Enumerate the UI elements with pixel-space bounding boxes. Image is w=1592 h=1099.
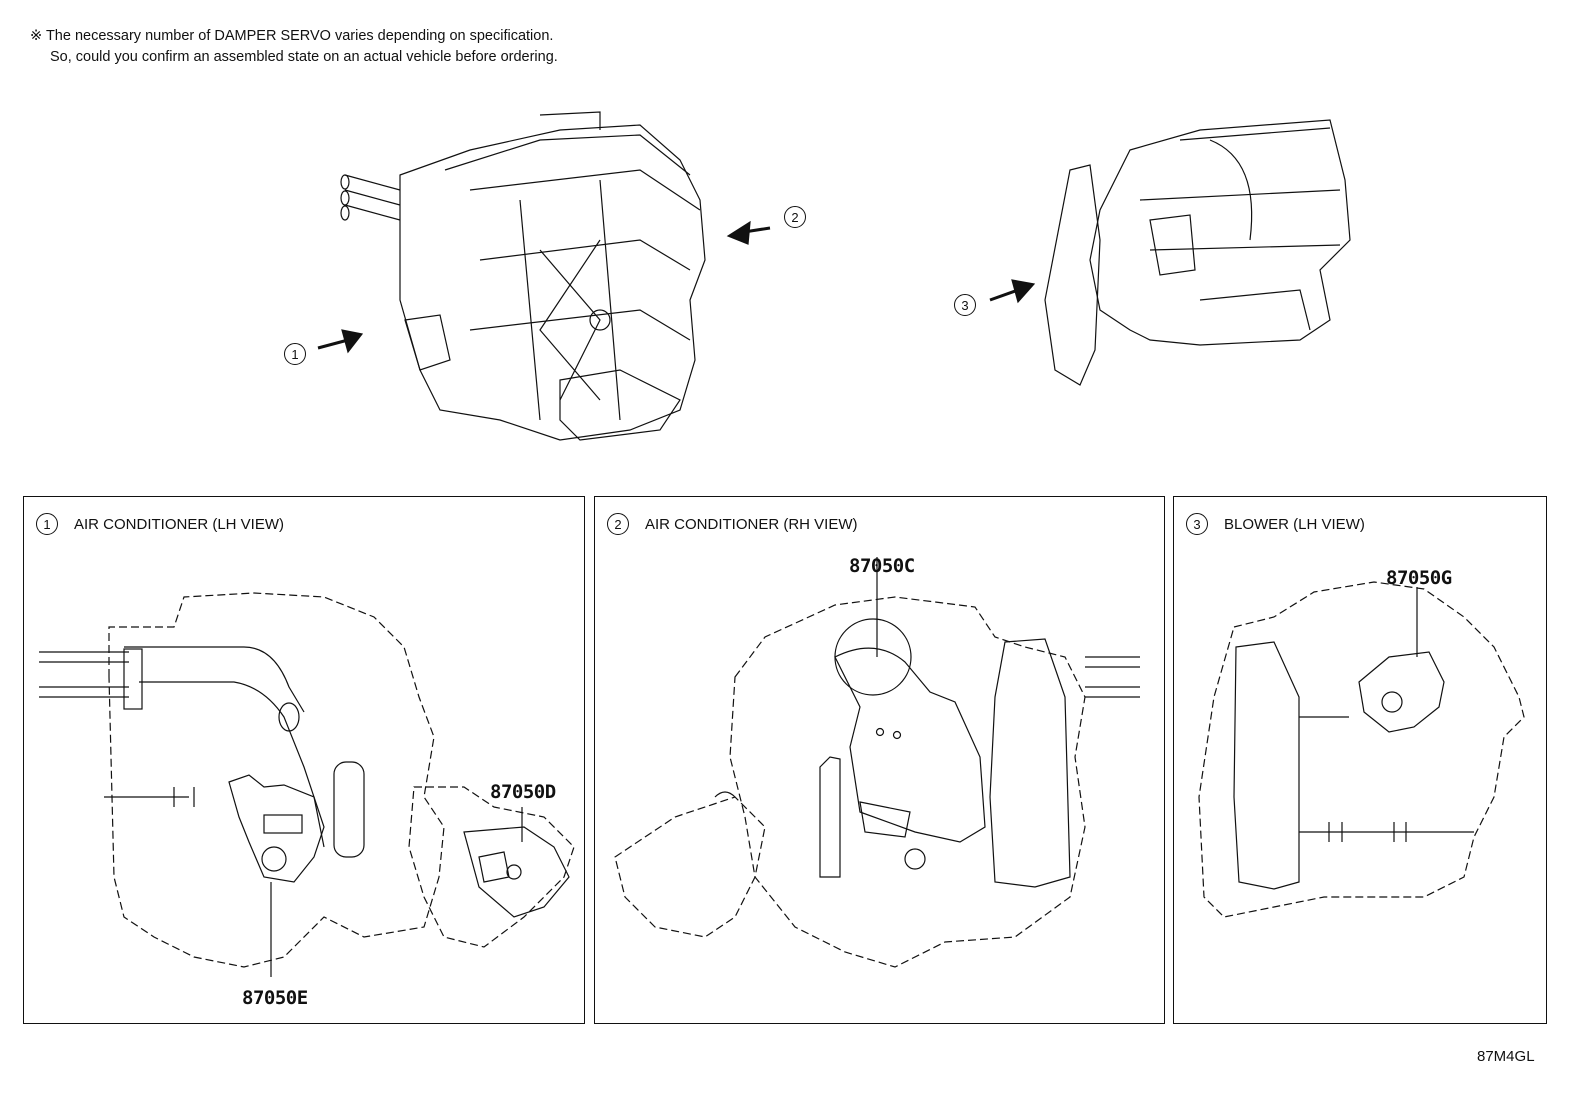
panel-2-number: 2 bbox=[607, 513, 629, 535]
diagram-code: 87M4GL bbox=[1477, 1048, 1535, 1065]
panel-blower-lh-view: 3 BLOWER (LH VIEW) 87050G bbox=[1173, 496, 1547, 1024]
note-mark: ※ bbox=[30, 28, 43, 44]
callout-1: 1 bbox=[284, 343, 306, 365]
spec-note: ※ The necessary number of DAMPER SERVO v… bbox=[30, 26, 558, 68]
panel-3-title: 3 BLOWER (LH VIEW) bbox=[1186, 513, 1365, 535]
panel-2-label: AIR CONDITIONER (RH VIEW) bbox=[645, 515, 858, 533]
panel-1-drawing bbox=[39, 592, 575, 977]
panel-3-label: BLOWER (LH VIEW) bbox=[1224, 515, 1365, 533]
blower-unit-illustration bbox=[1044, 119, 1351, 386]
panel-2-drawing bbox=[614, 557, 1140, 968]
panel-1-label: AIR CONDITIONER (LH VIEW) bbox=[74, 515, 285, 533]
note-line-1: The necessary number of DAMPER SERVO var… bbox=[45, 28, 554, 44]
part-87050C: 87050C bbox=[849, 555, 915, 577]
panel-3-number: 3 bbox=[1186, 513, 1208, 535]
panel-ac-rh-view: 2 AIR CONDITIONER (RH VIEW) 87050C bbox=[594, 496, 1165, 1024]
panel-ac-lh-view: 1 AIR CONDITIONER (LH VIEW) 87050D 87050… bbox=[23, 496, 585, 1024]
panel-3-drawing bbox=[1198, 581, 1525, 918]
panel-2-title: 2 AIR CONDITIONER (RH VIEW) bbox=[607, 513, 858, 535]
callout-3: 3 bbox=[954, 294, 976, 316]
callout-2: 2 bbox=[784, 206, 806, 228]
part-87050G: 87050G bbox=[1386, 567, 1452, 589]
part-87050D: 87050D bbox=[490, 781, 556, 803]
part-87050E: 87050E bbox=[242, 987, 308, 1009]
note-line-2: So, could you confirm an assembled state… bbox=[50, 49, 558, 65]
panel-1-number: 1 bbox=[36, 513, 58, 535]
overview-illustrations bbox=[317, 111, 1351, 441]
air-conditioner-unit-illustration bbox=[340, 111, 706, 441]
panel-1-title: 1 AIR CONDITIONER (LH VIEW) bbox=[36, 513, 284, 535]
